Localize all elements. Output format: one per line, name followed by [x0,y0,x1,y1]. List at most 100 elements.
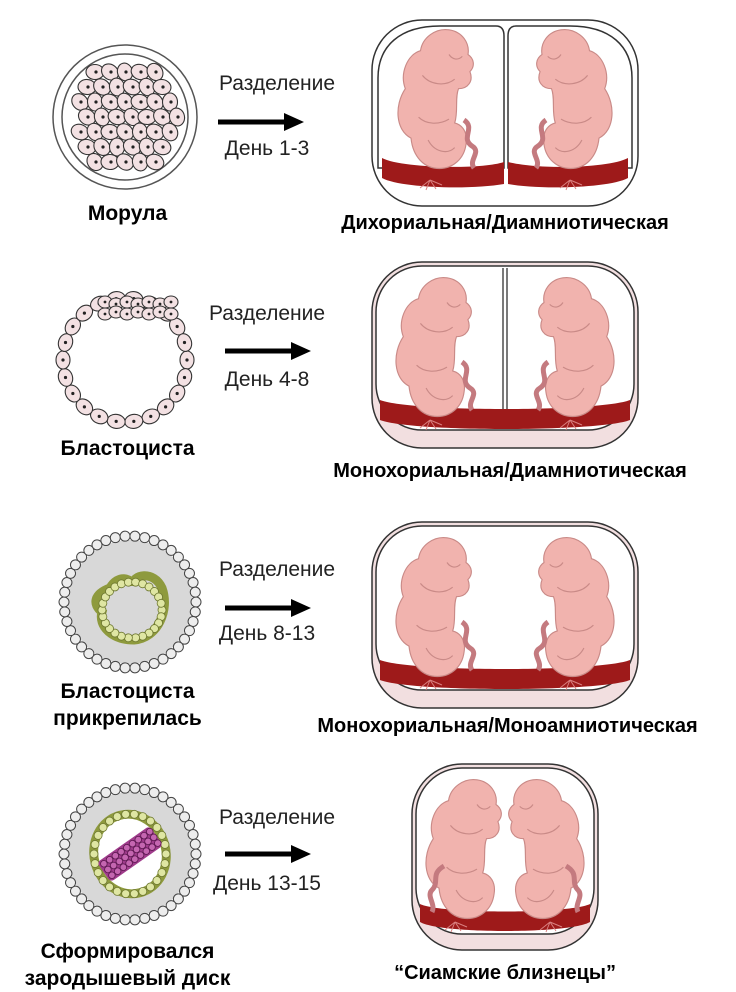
morula-illustration [50,42,200,192]
arrow-icon [218,112,368,132]
trophoblast-cell [149,910,159,920]
trophoblast-cell [60,859,70,869]
monochorionic-monoamniotic-illustration [370,520,640,710]
epiblast-cell [146,883,154,891]
row-monochorionic-diamniotic: Бластоциста Разделение День 4-8 Монохори… [0,250,736,500]
epiblast-cell [113,887,121,895]
epiblast-cell [91,840,99,848]
day-range-label: День 1-3 [192,137,342,161]
row-dichorionic: Морула Разделение День 1-3 Дихориальная/… [0,0,736,250]
arrow-icon [225,341,375,361]
epiblast-cell [153,877,161,885]
trophoblast-cell [60,607,70,617]
stage-label-line2: зародышевый диск [10,965,245,992]
trophoblast-cell [140,785,150,795]
twin-type-label: “Сиамские близнецы” [330,962,680,985]
epiblast-cell [158,831,166,839]
trophoblast-cell [110,533,120,543]
trophoblast-cell [62,578,72,588]
trophoblast-cell [184,820,194,830]
epiblast-cell [153,823,161,831]
trophoblast-cell [184,568,194,578]
epiblast-cell [130,810,138,818]
stage-label: Бластоциста [40,435,215,462]
blastocyst-illustration [50,280,200,430]
epiblast-cell [122,890,130,898]
trophoblast-cell [110,661,120,671]
stage-label: Морула [40,200,215,227]
day-range-label: День 13-15 [192,872,342,896]
stage-label-line2: прикрепилась [30,705,225,732]
split-label: Разделение [192,302,342,326]
embryonic-disc-illustration [58,782,202,926]
epiblast-cell [99,823,107,831]
trophoblast-cell [60,587,70,597]
epiblast-cell [130,890,138,898]
implanted-blastocyst-illustration [58,530,202,674]
epiblast-cell [99,877,107,885]
epiblast-cell [90,850,98,858]
epiblast-cell [157,599,165,607]
dichorionic-diamniotic-illustration [370,18,640,208]
trophoblast-cell [191,597,201,607]
trophoblast-cell [66,626,76,636]
epiblast-cell [94,831,102,839]
row-monochorionic-monoamniotic: Бластоциста прикрепилась Разделение День… [0,510,736,750]
trophoblast-cell [190,859,200,869]
trophoblast-cell [62,616,72,626]
trophoblast-cell [140,533,150,543]
epiblast-cell [113,813,121,821]
stage-label-line1: Бластоциста [30,678,225,705]
trophoblast-cell [188,578,198,588]
row-conjoined: Сформировался зародышевый диск Разделени… [0,760,736,992]
epiblast-cell [158,869,166,877]
trophoblast-cell [66,878,76,888]
trophoblast-cell [130,915,140,925]
trophoblast-cell [120,783,130,793]
trophoblast-cell [130,531,140,541]
trophoblast-cell [101,788,111,798]
arrow-icon [225,598,375,618]
epiblast-cell [124,578,132,586]
trophoblast-cell [110,913,120,923]
trophoblast-cell [130,783,140,793]
day-range-label: День 4-8 [192,368,342,392]
trophoblast-cell [120,663,130,673]
epiblast-cell [106,883,114,891]
twin-type-label: Монохориальная/Диамниотическая [290,460,730,483]
stage-label: Бластоциста прикрепилась [30,678,225,732]
trophoblast-cell [190,587,200,597]
arrow-icon [225,844,375,864]
trophoblast-cell [190,839,200,849]
split-label: Разделение [202,806,352,830]
trophoblast-cell [191,849,201,859]
split-label: Разделение [202,558,352,582]
day-range-label: День 8-13 [192,622,342,646]
epiblast-cell [106,817,114,825]
trophoblast-cell [190,607,200,617]
split-label: Разделение [202,72,352,96]
twin-type-label: Дихориальная/Диамниотическая [300,212,710,235]
epiblast-cell [146,817,154,825]
epiblast-cell [94,869,102,877]
trophoblast-cell [120,915,130,925]
trophoblast-cell [188,830,198,840]
trophoblast-cell [101,536,111,546]
epiblast-cell [162,850,170,858]
trophoblast-cell [62,830,72,840]
trophoblast-cell [59,597,69,607]
trophoblast-cell [110,785,120,795]
trophoblast-cell [140,913,150,923]
trophoblast-cell [149,658,159,668]
epiblast-cell [132,634,140,642]
epiblast-cell [122,810,130,818]
conjoined-twins-illustration [410,762,600,952]
trophoblast-cell [140,661,150,671]
trophoblast-cell [120,531,130,541]
epiblast-cell [139,813,147,821]
twin-type-label: Монохориальная/Моноамниотическая [280,715,735,738]
trophoblast-cell [60,839,70,849]
trophoblast-cell [59,849,69,859]
trophoblast-cell [62,868,72,878]
epiblast-cell [161,860,169,868]
